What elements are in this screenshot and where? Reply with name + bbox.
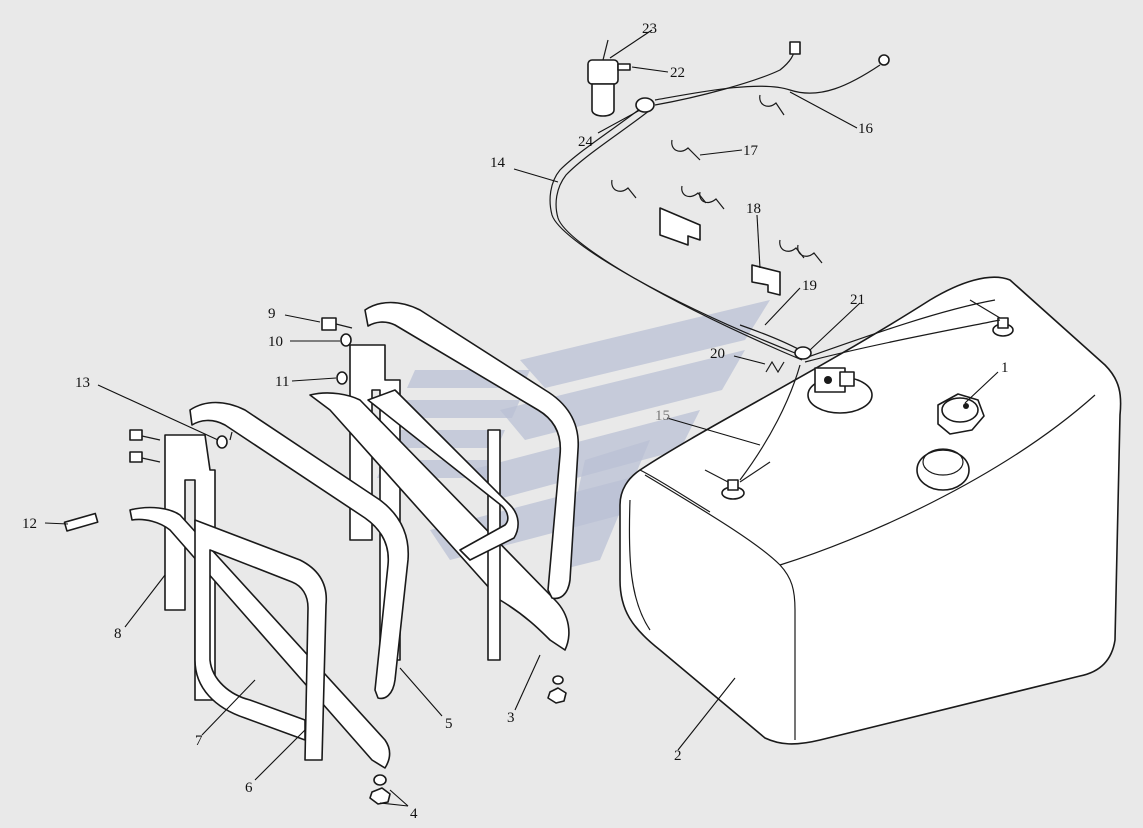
callout-24: 24 [578,134,594,150]
leader-lines [44,29,999,807]
fuel-level-sender [807,367,873,414]
nuts-4 [369,675,567,805]
callout-21: 21 [850,292,865,308]
fuel-cap-1 [937,393,985,435]
fuel-line-14 [549,104,803,361]
callout-1: 1 [1001,360,1009,376]
callout-12: 12 [22,516,37,532]
clip-20 [765,360,785,374]
filler-neck [916,448,970,491]
mounting-plate [659,207,701,246]
rear-strap-5 [364,301,580,600]
callout-numbers: 1 2 3 4 5 6 7 8 9 10 11 12 13 14 15 16 1… [22,21,1009,822]
callout-4: 4 [410,806,418,822]
washer-11 [336,371,348,385]
callout-19: 19 [802,278,817,294]
callout-16: 16 [858,121,874,137]
callout-5: 5 [445,716,453,732]
callout-8: 8 [114,626,122,642]
tank-fitting-rear [969,299,1014,337]
callout-17: 17 [743,143,759,159]
pin-12 [63,512,99,532]
callout-11: 11 [275,374,289,390]
frame-loop-7 [194,519,328,761]
tank-fitting-front [704,461,771,500]
callout-9: 9 [268,306,276,322]
callout-23: 23 [642,21,657,37]
callout-6: 6 [245,780,253,796]
bolts-13 [129,429,233,463]
grommet-24 [635,97,655,113]
hose-clips-17 [611,94,785,210]
callout-7: 7 [195,733,203,749]
fitting-22 [617,63,631,71]
callout-2: 2 [674,748,682,764]
bracket-18 [751,239,823,296]
callout-3: 3 [507,710,515,726]
front-strap-6 [189,401,410,700]
fuel-line-16 [654,41,890,106]
fuel-line-19 [739,324,801,351]
callout-10: 10 [268,334,283,350]
callout-14: 14 [490,155,506,171]
callout-20: 20 [710,346,725,362]
washer-10 [340,333,352,347]
fuel-line-15 [739,299,1001,481]
callout-22: 22 [670,65,685,81]
fuel-filter-23 [587,39,619,117]
callout-15: 15 [655,408,670,424]
callout-13: 13 [75,375,90,391]
callout-18: 18 [746,201,761,217]
bolt-9 [321,317,353,331]
grommet-21 [794,346,812,360]
